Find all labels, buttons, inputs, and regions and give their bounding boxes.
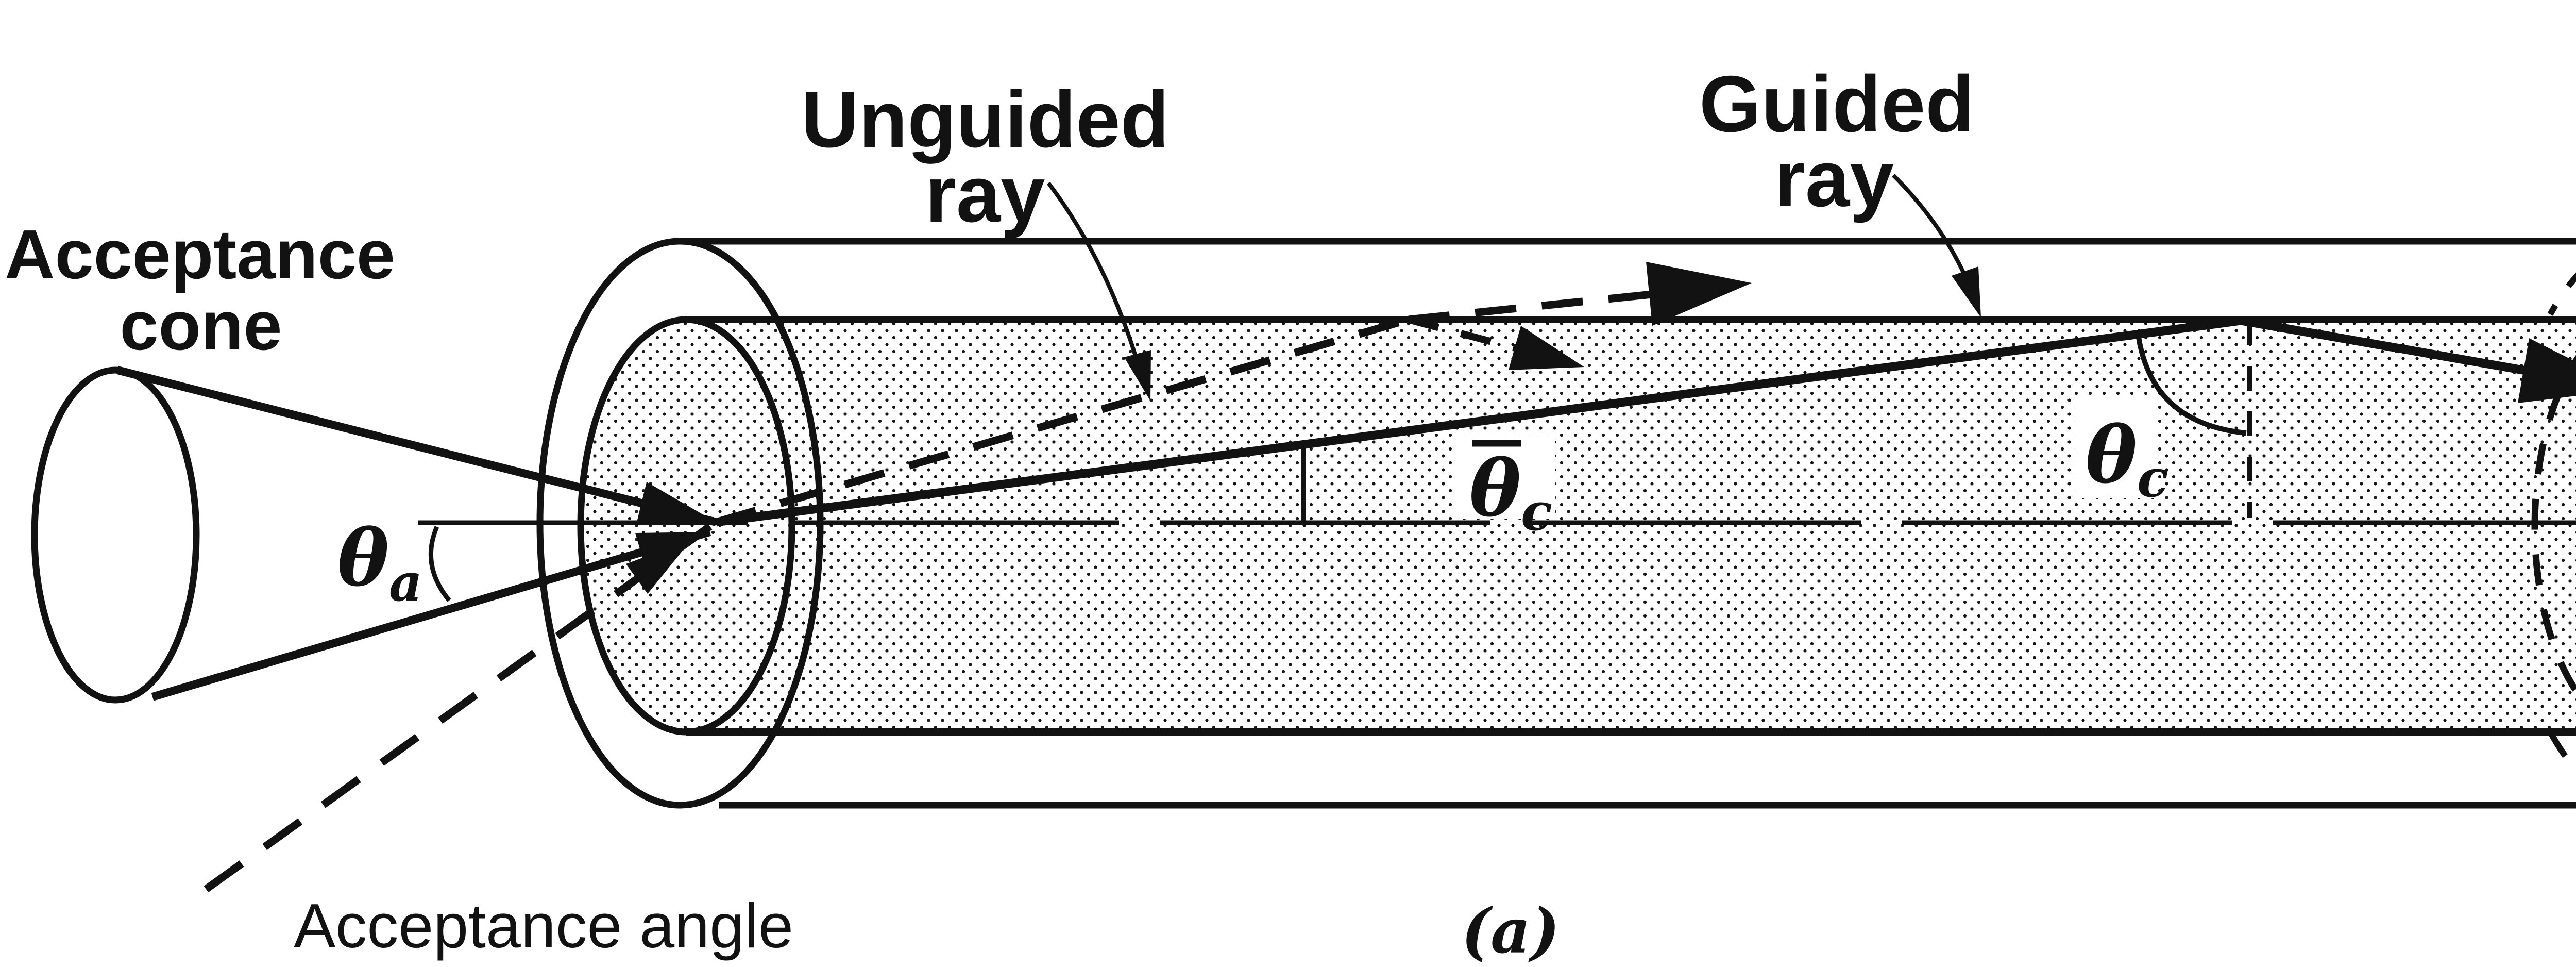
guided-ray-label-line1: Guided: [1699, 59, 1974, 148]
acceptance-cone-lower-edge: [151, 528, 711, 701]
unguided-refracted-arrowhead: [1646, 262, 1752, 326]
theta-c-label: θc: [2086, 410, 2168, 509]
acceptance-angle-dashed-ray: [204, 519, 718, 893]
upper-entry-ray-arrowhead: [636, 482, 716, 524]
core-entrance-ellipse: [577, 316, 795, 736]
cladding-endcap-hidden-arc-bottom: [2547, 730, 2576, 774]
theta-bar-c-label-box: [1452, 434, 1555, 519]
core-endcap-hidden-arc: [2531, 355, 2576, 697]
partial-reflection-arrowhead: [1509, 326, 1584, 370]
cladding-endcap-hidden-arc-top: [2547, 272, 2576, 316]
acceptance-cone-upper-edge: [116, 366, 717, 526]
acceptance-cone-ellipse: [31, 366, 200, 704]
guided-ray-descending: [2240, 316, 2536, 377]
theta-c-arc: [2136, 334, 2247, 436]
fiber-core-stipple-fill: [581, 320, 2576, 732]
unguided-ray-refracted: [1408, 288, 1672, 324]
acceptance-angle-label: Acceptance angle: [294, 891, 793, 961]
theta-bar-c-label: θc: [1469, 443, 1552, 542]
unguided-ray-label-line2: ray: [925, 149, 1045, 239]
theta-a-label: θa: [337, 513, 422, 613]
theta-c-label-box: [2075, 398, 2158, 498]
guided-ray-arrowhead: [2518, 338, 2576, 403]
acceptance-cone-label-line1: Acceptance: [5, 215, 395, 293]
unguided-ray-in-core: [715, 315, 1410, 526]
unguided-partial-reflection: [1408, 316, 1522, 353]
theta-a-arc: [428, 526, 451, 602]
figure-caption: (a): [1461, 895, 1560, 967]
guided-ray-leader-arrowhead: [1952, 266, 1981, 318]
guided-ray-ascending: [715, 316, 2242, 527]
dashed-ray-entry-arrowhead: [626, 540, 691, 594]
guided-ray-label-line2: ray: [1774, 134, 1894, 223]
acceptance-cone-label-line2: cone: [120, 287, 282, 364]
unguided-ray-leader-arrowhead: [1124, 350, 1151, 401]
unguided-ray-label-line1: Unguided: [801, 75, 1170, 164]
